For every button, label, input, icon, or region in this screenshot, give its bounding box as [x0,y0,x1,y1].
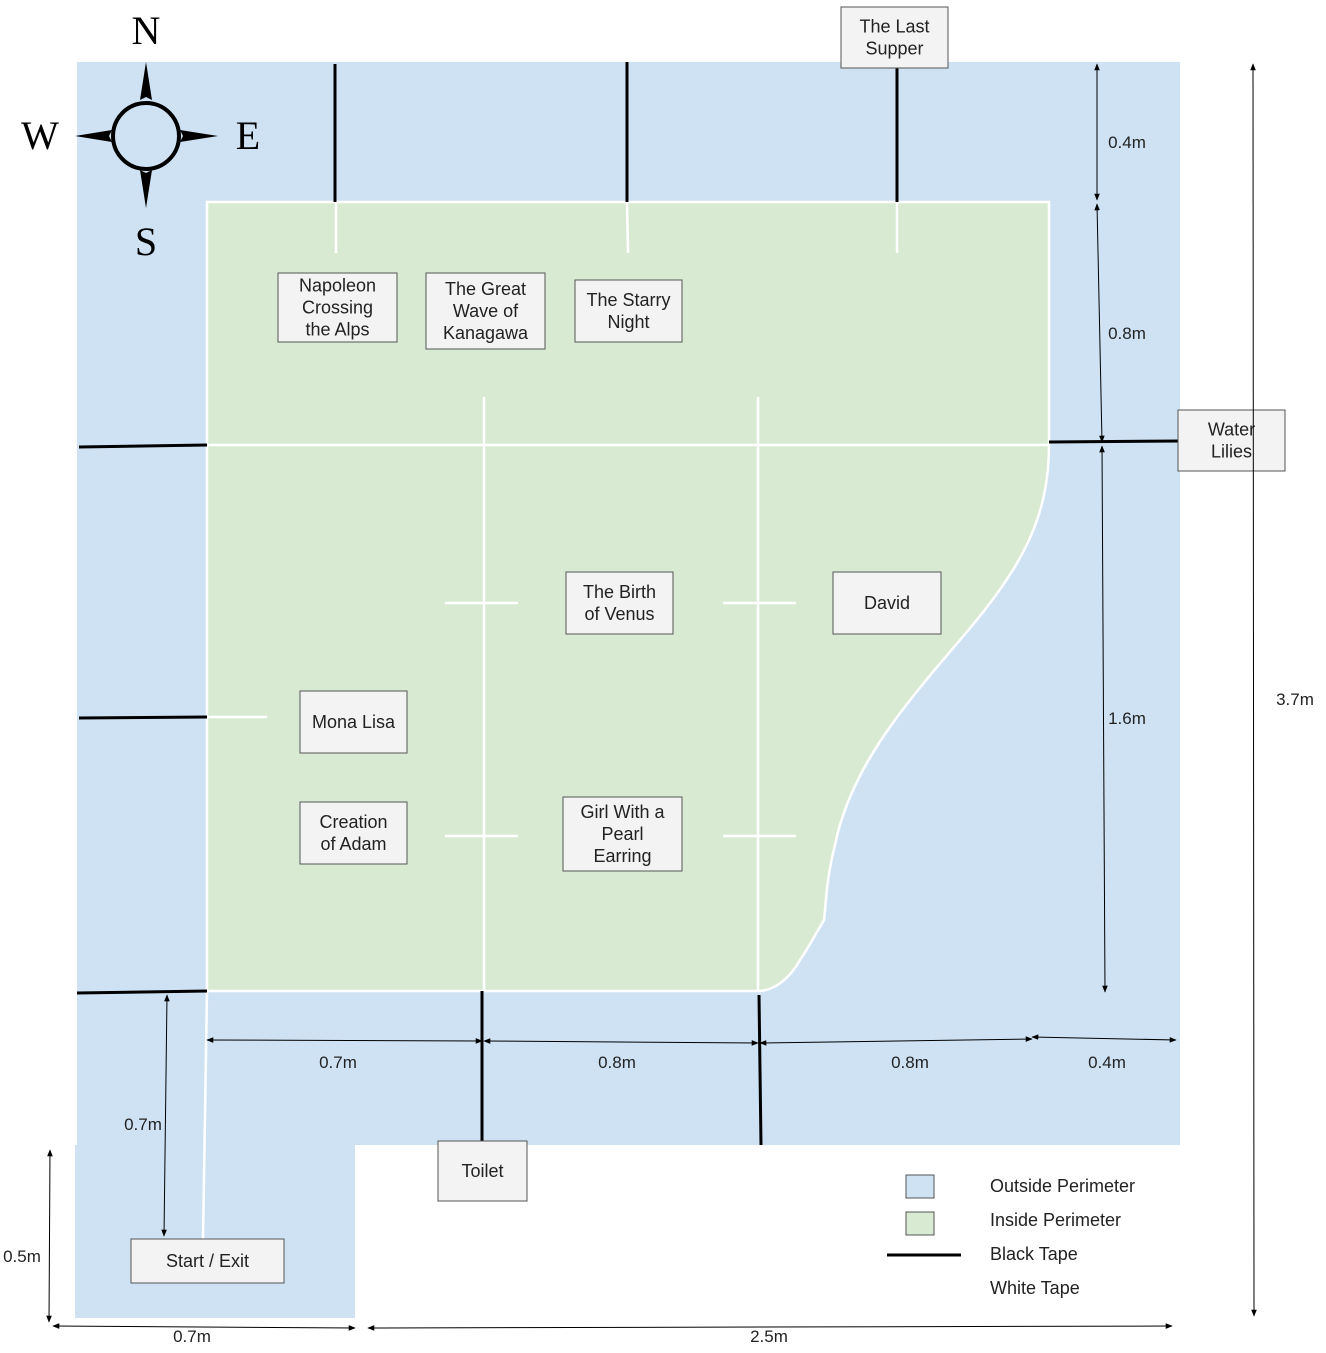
dim-entrance-depth: 0.7m [124,1115,162,1134]
legend-outside-label: Outside Perimeter [990,1176,1135,1196]
exhibit-david-label-line: David [864,593,910,613]
dim-right-low: 1.6m [1108,709,1146,728]
exhibit-girl-pearl-label-line: Girl With a [580,802,665,822]
black-tape-lines [76,62,1181,1146]
exhibit-start-exit-label-line: Start / Exit [166,1251,249,1271]
legend: Outside Perimeter Inside Perimeter Black… [887,1174,1135,1298]
dim-bottom-seg1: 0.7m [319,1053,357,1072]
dimension-lines [46,63,1257,1331]
exhibit-start-exit-box [130,1238,285,1284]
legend-swatch-inside [905,1211,935,1236]
exhibit-toilet-box [437,1140,528,1202]
legend-swatch-outside [905,1174,935,1199]
exhibit-starry-night-label-line: Night [607,312,649,332]
exhibit-great-wave-label-line: Wave of [453,301,519,321]
dim-bottom-seg4: 0.4m [1088,1053,1126,1072]
compass-north-label: N [132,8,161,53]
dim-right-top: 0.4m [1108,133,1146,152]
exhibit-david-box [832,571,942,635]
dimension-labels: 0.4m 0.8m 1.6m 3.7m 0.7m 0.8m 0.8m 0.4m … [3,133,1314,1346]
exhibit-napoleon-label-line: the Alps [305,320,369,340]
exhibit-girl-pearl-box [562,796,683,872]
dim-entrance-width: 0.7m [173,1327,211,1346]
exhibit-last-supper-label-line: The Last [859,17,929,37]
exhibit-birth-of-venus-box [565,571,674,635]
white-tape-lines [201,200,1051,1241]
exhibit-napoleon-label-line: Crossing [302,298,373,318]
exhibit-water-lilies-box [1177,409,1286,472]
exhibit-starry-night-label-line: The Starry [586,290,670,310]
compass-east-label: E [236,113,260,158]
exhibit-toilet-label-line: Toilet [461,1161,503,1181]
exhibit-creation-of-adam-label-line: Creation [319,812,387,832]
exhibit-mona-lisa-box [299,690,408,754]
exhibit-napoleon-label-line: Napoleon [299,276,376,296]
exhibit-girl-pearl-label-line: Earring [593,846,651,866]
compass-rose: N S W E [21,8,260,264]
exhibit-napoleon-box [277,272,398,343]
exhibit-great-wave-label-line: The Great [445,279,526,299]
dim-entrance-height: 0.5m [3,1247,41,1266]
exhibit-great-wave-box [425,272,546,350]
exhibit-water-lilies-label-line: Water [1208,420,1255,440]
exhibit-creation-of-adam-label-line: of Adam [320,834,386,854]
dim-bottom-seg2: 0.8m [598,1053,636,1072]
exhibit-birth-of-venus-label-line: of Venus [584,604,654,624]
exhibit-mona-lisa: Mona Lisa [299,690,408,754]
exhibit-toilet: Toilet [437,1140,528,1202]
exhibit-mona-lisa-label-line: Mona Lisa [312,712,396,732]
exhibit-start-exit: Start / Exit [130,1238,285,1284]
dim-total-width: 2.5m [750,1327,788,1346]
legend-inside-label: Inside Perimeter [990,1210,1121,1230]
dim-bottom-seg3: 0.8m [891,1053,929,1072]
exhibit-last-supper-label-line: Supper [865,39,923,59]
dim-right-mid: 0.8m [1108,324,1146,343]
compass-south-label: S [135,219,157,264]
compass-icon [75,62,218,208]
exhibit-water-lilies-label-line: Lilies [1211,442,1252,462]
legend-white-tape-label: White Tape [990,1278,1080,1298]
exhibit-last-supper-box [840,6,949,69]
exhibit-starry-night-box [574,279,683,343]
exhibit-birth-of-venus-label-line: The Birth [583,582,656,602]
exhibit-david: David [832,571,942,635]
legend-black-tape-label: Black Tape [990,1244,1078,1264]
exhibit-girl-pearl-label-line: Pearl [601,824,643,844]
exhibit-creation-of-adam-box [299,801,408,865]
compass-west-label: W [21,113,59,158]
exhibit-great-wave-label-line: Kanagawa [443,323,529,343]
dim-total-height: 3.7m [1276,690,1314,709]
